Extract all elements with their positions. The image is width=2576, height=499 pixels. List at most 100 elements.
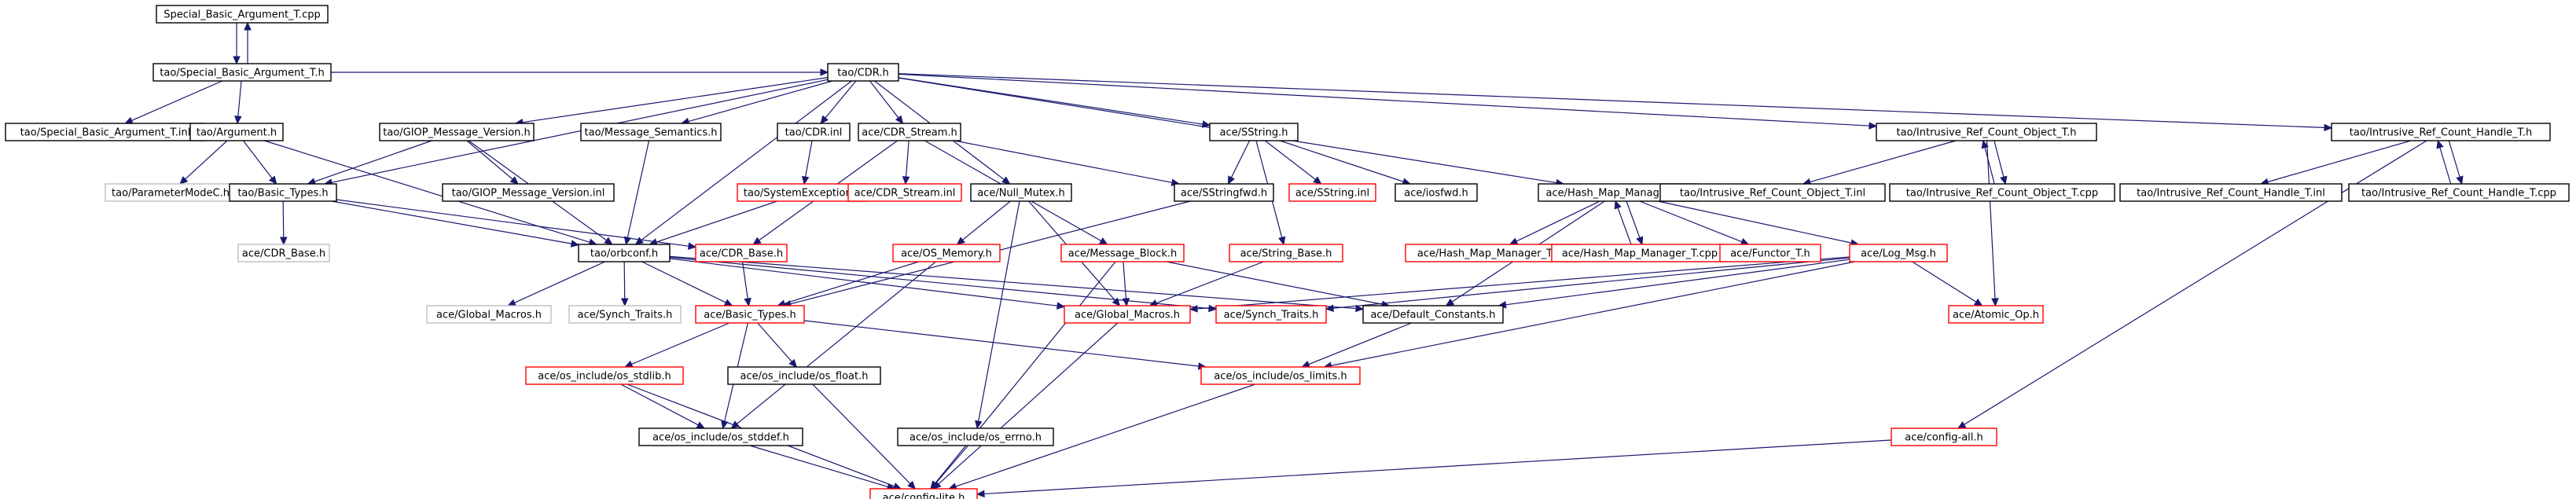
node-irco-t-inl[interactable]: tao/Intrusive_Ref_Count_Object_T.inl <box>1659 183 1886 202</box>
node-cdr-h[interactable]: tao/CDR.h <box>827 63 899 82</box>
node-ace-cdr-stream[interactable]: ace/CDR_Stream.h <box>858 123 961 141</box>
node-hmm-t-h[interactable]: ace/Hash_Map_Manager_T.h <box>1538 183 1698 202</box>
node-irch-t-h[interactable]: tao/Intrusive_Ref_Count_Handle_T.h <box>2331 123 2551 141</box>
node-giop[interactable]: tao/GIOP_Message_Version.h <box>379 123 535 141</box>
node-box[interactable] <box>2119 183 2343 202</box>
node-string-base[interactable]: ace/String_Base.h <box>1229 244 1343 262</box>
node-synch-traits-missing[interactable]: ace/Synch_Traits.h <box>568 305 682 324</box>
node-box[interactable] <box>1395 183 1478 202</box>
node-functor[interactable]: ace/Functor_T.h <box>1719 244 1821 262</box>
node-root[interactable]: Special_Basic_Argument_T.cpp <box>156 5 329 24</box>
node-box[interactable] <box>1064 305 1191 324</box>
node-irco-t-h[interactable]: tao/Intrusive_Ref_Count_Object_T.h <box>1876 123 2097 141</box>
node-sbat-h[interactable]: tao/Special_Basic_Argument_T.h <box>153 63 332 82</box>
edge-n_cdr_h-to-n_irco_t_h <box>898 73 1870 127</box>
node-box[interactable] <box>869 488 978 499</box>
node-atomic-op[interactable]: ace/Atomic_Op.h <box>1948 305 2044 324</box>
node-box[interactable] <box>156 5 329 24</box>
node-box[interactable] <box>229 183 337 202</box>
node-box[interactable] <box>1948 305 2044 324</box>
node-box[interactable] <box>153 63 332 82</box>
node-box[interactable] <box>189 123 284 141</box>
node-cdr-stream-inl[interactable]: ace/CDR_Stream.inl <box>847 183 962 202</box>
node-hmm-t-inl[interactable]: ace/Hash_Map_Manager_T.inl <box>1405 244 1579 262</box>
edge-n_orbconf-to-n_synch_traits_red <box>669 256 1210 310</box>
node-box[interactable] <box>442 183 615 202</box>
node-box[interactable] <box>568 305 682 324</box>
node-giop-inl[interactable]: tao/GIOP_Message_Version.inl <box>442 183 615 202</box>
node-irch-t-inl[interactable]: tao/Intrusive_Ref_Count_Handle_T.inl <box>2119 183 2343 202</box>
node-orbconf[interactable]: tao/orbconf.h <box>578 244 671 262</box>
node-box[interactable] <box>847 183 962 202</box>
node-paramodec[interactable]: tao/ParameterModeC.h <box>105 183 237 202</box>
node-irch-t-cpp[interactable]: tao/Intrusive_Ref_Count_Handle_T.cpp <box>2348 183 2570 202</box>
edge-n_os_errno-to-n_config_lite <box>935 445 969 484</box>
edge-n_cdr_h-to-n_cdr_inl <box>825 80 857 119</box>
node-box[interactable] <box>892 244 1001 262</box>
node-sbat-inl[interactable]: tao/Special_Basic_Argument_T.inl <box>5 123 206 141</box>
node-cdr-inl[interactable]: tao/CDR.inl <box>777 123 851 141</box>
node-global-macros-red[interactable]: ace/Global_Macros.h <box>1064 305 1191 324</box>
node-config-lite[interactable]: ace/config-lite.h <box>869 488 978 499</box>
edge-n_cdr_h-to-n_giop <box>522 77 829 123</box>
node-default-constants[interactable]: ace/Default_Constants.h <box>1362 305 1504 324</box>
node-box[interactable] <box>827 63 899 82</box>
node-global-macros-missing[interactable]: ace/Global_Macros.h <box>426 305 552 324</box>
node-hmm-t-cpp[interactable]: ace/Hash_Map_Manager_T.cpp <box>1551 244 1729 262</box>
node-box[interactable] <box>638 427 803 446</box>
node-box[interactable] <box>379 123 535 141</box>
node-box[interactable] <box>695 305 805 324</box>
node-box[interactable] <box>777 123 851 141</box>
node-sstring-inl[interactable]: ace/SString.inl <box>1288 183 1376 202</box>
node-ace-basic-types[interactable]: ace/Basic_Types.h <box>695 305 805 324</box>
node-box[interactable] <box>2348 183 2570 202</box>
node-box[interactable] <box>1659 183 1886 202</box>
node-box[interactable] <box>1209 123 1299 141</box>
node-iosfwd[interactable]: ace/iosfwd.h <box>1395 183 1478 202</box>
node-os-stddef[interactable]: ace/os_include/os_stddef.h <box>638 427 803 446</box>
node-sstringfwd[interactable]: ace/SStringfwd.h <box>1174 183 1274 202</box>
node-config-all[interactable]: ace/config-all.h <box>1891 427 1997 446</box>
node-os-memory[interactable]: ace/OS_Memory.h <box>892 244 1001 262</box>
node-argument-h[interactable]: tao/Argument.h <box>189 123 284 141</box>
node-os-stdlib[interactable]: ace/os_include/os_stdlib.h <box>525 366 684 385</box>
node-box[interactable] <box>1215 305 1327 324</box>
node-log-msg[interactable]: ace/Log_Msg.h <box>1849 244 1948 262</box>
node-box[interactable] <box>1876 123 2097 141</box>
node-box[interactable] <box>1891 427 1997 446</box>
node-cdr-base-missing[interactable]: ace/CDR_Base.h <box>237 244 330 262</box>
edge-n_os_memory-to-n_os_stddef <box>737 261 936 424</box>
node-box[interactable] <box>695 244 788 262</box>
node-box[interactable] <box>970 183 1072 202</box>
node-box[interactable] <box>1362 305 1504 324</box>
node-box[interactable] <box>580 123 722 141</box>
node-cdr-base-red[interactable]: ace/CDR_Base.h <box>695 244 788 262</box>
node-box[interactable] <box>1200 366 1361 385</box>
node-box[interactable] <box>525 366 684 385</box>
node-box[interactable] <box>237 244 330 262</box>
edge-n_msg_block-to-n_config_lite <box>935 261 1116 484</box>
node-box[interactable] <box>1229 244 1343 262</box>
node-box[interactable] <box>1174 183 1274 202</box>
node-box[interactable] <box>1719 244 1821 262</box>
node-os-errno[interactable]: ace/os_include/os_errno.h <box>897 427 1054 446</box>
node-os-limits[interactable]: ace/os_include/os_limits.h <box>1200 366 1361 385</box>
node-msg-block[interactable]: ace/Message_Block.h <box>1060 244 1185 262</box>
node-null-mutex[interactable]: ace/Null_Mutex.h <box>970 183 1072 202</box>
node-msg-sem[interactable]: tao/Message_Semantics.h <box>580 123 722 141</box>
node-box[interactable] <box>858 123 961 141</box>
node-box[interactable] <box>1288 183 1376 202</box>
node-box[interactable] <box>1889 183 2115 202</box>
node-sstring-h[interactable]: ace/SString.h <box>1209 123 1299 141</box>
node-box[interactable] <box>727 366 881 385</box>
node-basic-types-tao[interactable]: tao/Basic_Types.h <box>229 183 337 202</box>
node-box[interactable] <box>2331 123 2551 141</box>
node-os-float[interactable]: ace/os_include/os_float.h <box>727 366 881 385</box>
node-box[interactable] <box>578 244 671 262</box>
node-irco-t-cpp[interactable]: tao/Intrusive_Ref_Count_Object_T.cpp <box>1889 183 2115 202</box>
node-box[interactable] <box>426 305 552 324</box>
node-box[interactable] <box>897 427 1054 446</box>
node-synch-traits-red[interactable]: ace/Synch_Traits.h <box>1215 305 1327 324</box>
node-box[interactable] <box>1060 244 1185 262</box>
node-box[interactable] <box>1849 244 1948 262</box>
